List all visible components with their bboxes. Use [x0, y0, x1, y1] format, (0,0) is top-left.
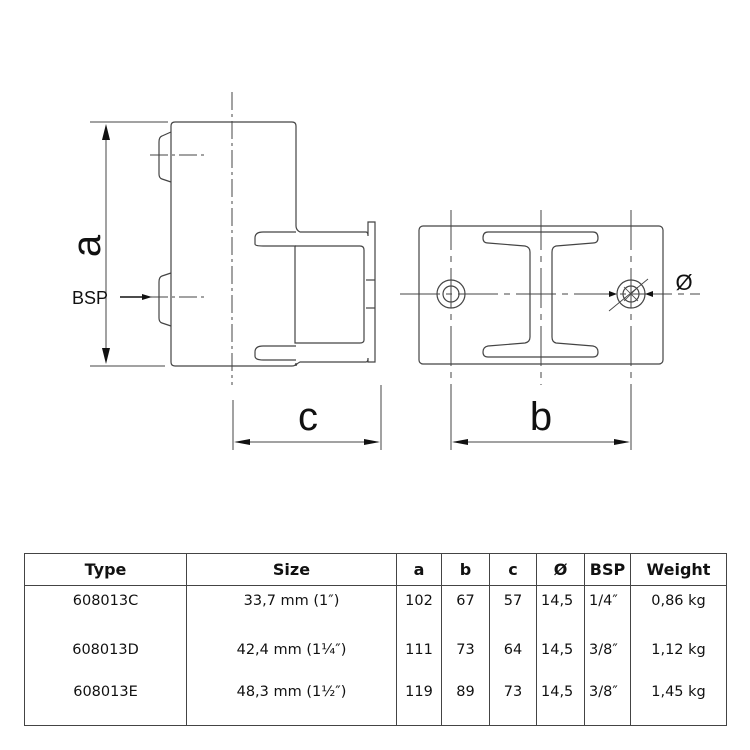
cell-bsp: 1/4″	[584, 585, 631, 642]
cell-b: 73	[441, 641, 490, 683]
table-header-row: Type Size a b c Ø BSP Weight	[24, 553, 727, 586]
specification-table: Type Size a b c Ø BSP Weight 608013C 33,…	[24, 553, 727, 727]
cell-type: 608013C	[24, 585, 187, 642]
table-row: 608013C 33,7 mm (1″) 102 67 57 14,5 1/4″…	[24, 585, 727, 642]
dimension-a	[90, 121, 168, 367]
header-bsp: BSP	[584, 553, 631, 586]
dimension-a-label: a	[65, 234, 109, 257]
dimension-c-label: c	[298, 395, 318, 439]
cell-diameter: 14,5	[536, 585, 585, 642]
dimension-b	[450, 385, 632, 450]
cell-b: 67	[441, 585, 490, 642]
table-row: 608013E 48,3 mm (1½″) 119 89 73 14,5 3/8…	[24, 682, 727, 725]
cell-size: 42,4 mm (1¼″)	[186, 641, 397, 683]
bsp-label: BSP	[72, 288, 108, 308]
table-filler-row	[24, 724, 727, 727]
header-type: Type	[24, 553, 187, 586]
cell-diameter: 14,5	[536, 641, 585, 683]
cell-c: 73	[489, 682, 537, 725]
cell-weight: 0,86 kg	[630, 585, 727, 642]
technical-drawing: a BSP c b Ø	[65, 92, 700, 450]
cell-bsp: 3/8″	[584, 641, 631, 683]
header-size: Size	[186, 553, 397, 586]
diameter-label: Ø	[675, 270, 692, 295]
cell-diameter: 14,5	[536, 682, 585, 725]
cell-type: 608013D	[24, 641, 187, 683]
cell-bsp: 3/8″	[584, 682, 631, 725]
header-c: c	[489, 553, 537, 586]
cell-a: 119	[396, 682, 442, 725]
cell-weight: 1,12 kg	[630, 641, 727, 683]
header-diameter: Ø	[536, 553, 585, 586]
cell-size: 33,7 mm (1″)	[186, 585, 397, 642]
cell-size: 48,3 mm (1½″)	[186, 682, 397, 725]
cell-a: 111	[396, 641, 442, 683]
cell-a: 102	[396, 585, 442, 642]
dimension-b-label: b	[530, 395, 552, 439]
table-row: 608013D 42,4 mm (1¼″) 111 73 64 14,5 3/8…	[24, 641, 727, 683]
header-a: a	[396, 553, 442, 586]
cell-weight: 1,45 kg	[630, 682, 727, 725]
cell-c: 57	[489, 585, 537, 642]
cell-b: 89	[441, 682, 490, 725]
cell-c: 64	[489, 641, 537, 683]
header-weight: Weight	[630, 553, 727, 586]
dimension-c	[232, 385, 382, 450]
side-view	[158, 121, 376, 367]
header-b: b	[441, 553, 490, 586]
cell-type: 608013E	[24, 682, 187, 725]
